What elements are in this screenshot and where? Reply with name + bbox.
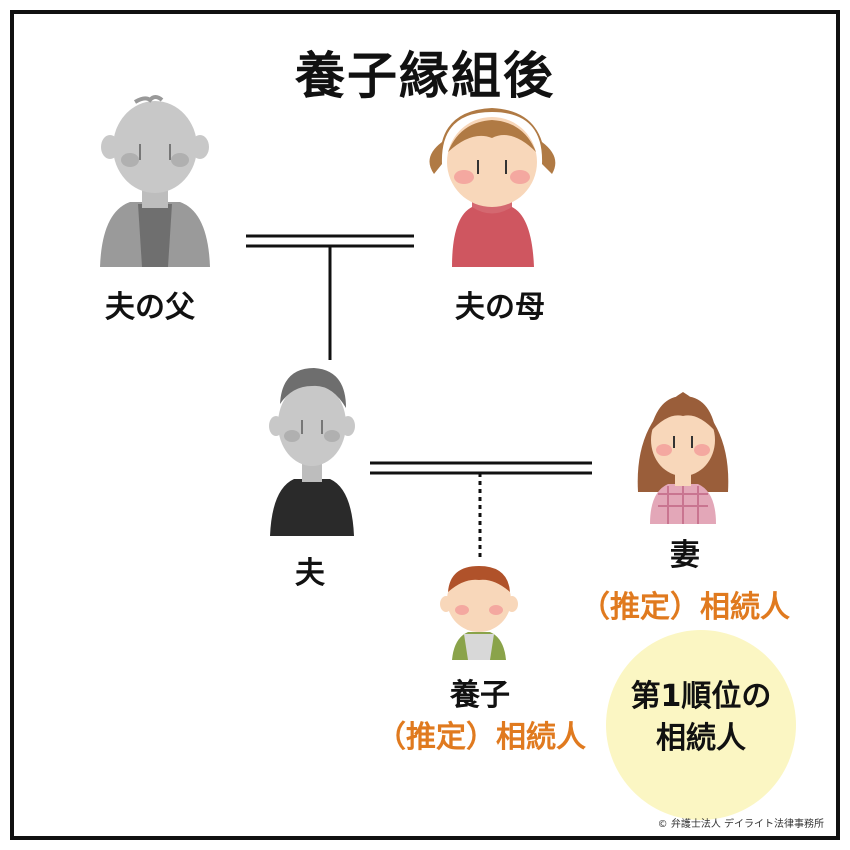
adopted-child-figure xyxy=(440,566,518,660)
husband-figure xyxy=(269,368,355,536)
adopted-child-role-label: （推定）相続人 xyxy=(376,720,586,755)
husband-mother-figure xyxy=(429,108,556,267)
priority-note-line1: 第1順位の xyxy=(630,679,772,714)
copyright-text: © 弁護士法人 デイライト法律事務所 xyxy=(657,819,824,830)
wife-label: 妻 xyxy=(670,538,700,573)
husband-mother-label: 夫の母 xyxy=(455,290,545,325)
page-title: 養子縁組後 xyxy=(295,47,555,105)
priority-note-line2: 相続人 xyxy=(656,721,746,756)
husband-father-figure xyxy=(100,95,210,267)
wife-figure xyxy=(637,392,729,524)
husband-label: 夫 xyxy=(295,556,325,591)
priority-highlight-circle xyxy=(606,630,796,820)
husband-father-label: 夫の父 xyxy=(105,290,195,325)
adopted-child-label: 養子 xyxy=(450,678,510,713)
priority-note: 第1順位の 相続人 xyxy=(606,676,796,760)
wife-role-label: （推定）相続人 xyxy=(580,590,790,625)
